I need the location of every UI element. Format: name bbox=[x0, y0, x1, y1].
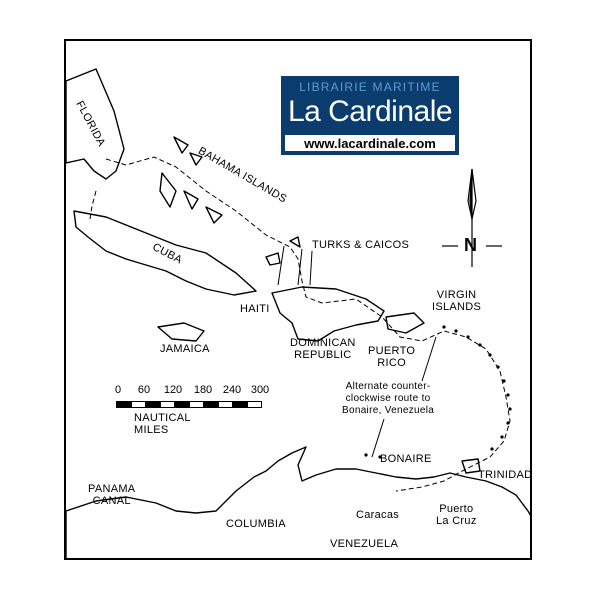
label-dominican-republic: DOMINICAN REPUBLIC bbox=[290, 337, 356, 361]
label-columbia: COLUMBIA bbox=[226, 518, 286, 530]
la-cardinale-logo[interactable]: LIBRAIRIE MARITIME La Cardinale www.laca… bbox=[281, 76, 459, 155]
scale-tick: 60 bbox=[137, 384, 151, 396]
route-line bbox=[105, 156, 511, 492]
scale-tick: 240 bbox=[222, 384, 242, 396]
label-bonaire: BONAIRE bbox=[380, 453, 432, 465]
compass-north-label: N bbox=[464, 235, 478, 255]
map-frame: LIBRAIRIE MARITIME La Cardinale www.laca… bbox=[64, 39, 532, 560]
scale-unit-label: NAUTICAL MILES bbox=[134, 412, 191, 436]
label-haiti: HAITI bbox=[240, 303, 270, 315]
scale-tick: 300 bbox=[250, 384, 270, 396]
label-puerto-la-cruz: Puerto La Cruz bbox=[436, 503, 477, 527]
scale-tick: 120 bbox=[163, 384, 183, 396]
cuba-landmass bbox=[73, 210, 257, 296]
label-caracas: Caracas bbox=[356, 509, 400, 521]
puerto-rico-landmass bbox=[385, 312, 425, 334]
label-venezuela: VENEZUELA bbox=[330, 538, 399, 550]
scale-tick: 0 bbox=[114, 384, 122, 396]
route-note: Alternate counter- clockwise route to Bo… bbox=[342, 381, 435, 416]
label-turks-caicos: TURKS & CAICOS bbox=[312, 239, 410, 251]
jamaica-landmass bbox=[157, 322, 205, 342]
logo-url[interactable]: www.lacardinale.com bbox=[284, 134, 456, 152]
label-jamaica: JAMAICA bbox=[160, 343, 210, 355]
label-panama-canal: PANAMA CANAL bbox=[88, 483, 136, 507]
label-puerto-rico: PUERTO RICO bbox=[368, 345, 416, 369]
caribbean-map bbox=[66, 68, 530, 558]
scale-tick: 180 bbox=[193, 384, 213, 396]
south-america-landmass bbox=[66, 446, 530, 558]
florida-landmass bbox=[66, 68, 125, 180]
logo-name: La Cardinale bbox=[287, 95, 453, 128]
label-virgin-islands: VIRGIN ISLANDS bbox=[432, 289, 482, 313]
logo-tagline: LIBRAIRIE MARITIME bbox=[299, 80, 441, 94]
compass-rose bbox=[442, 168, 502, 267]
scale-graduation bbox=[116, 401, 262, 408]
hispaniola-landmass bbox=[271, 286, 385, 342]
label-trinidad: TRINIDAD bbox=[478, 469, 532, 481]
